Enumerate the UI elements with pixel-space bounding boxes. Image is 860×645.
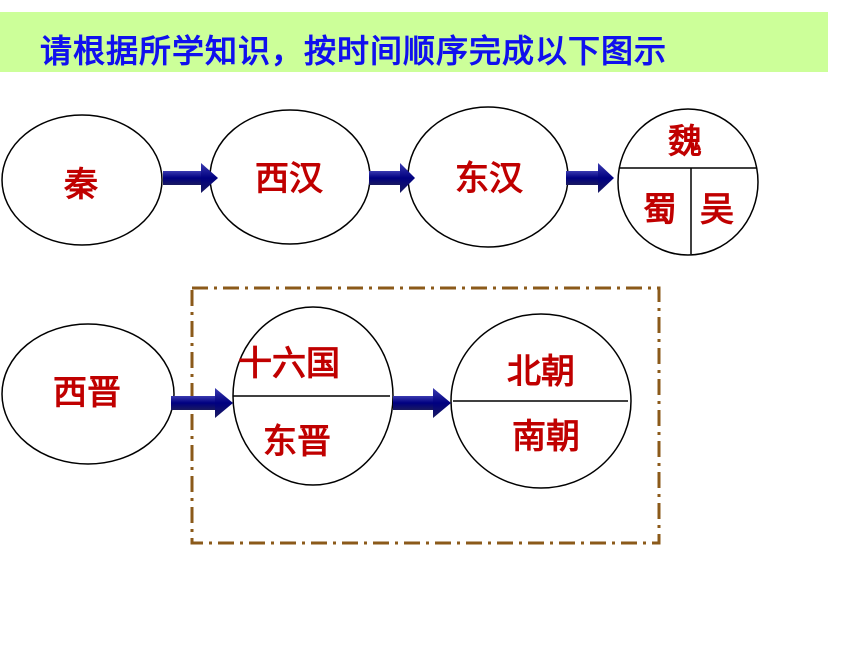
circle-three-kingdoms	[617, 108, 759, 256]
arrow-3	[566, 163, 614, 193]
label-wu: 吴	[700, 190, 734, 230]
label-eastern-han: 东汉	[455, 159, 523, 199]
label-western-jin: 西晋	[53, 373, 121, 413]
label-qin: 秦	[64, 165, 98, 205]
label-sixteen-kingdoms: 十六国	[238, 344, 340, 384]
title-banner: 请根据所学知识，按时间顺序完成以下图示	[0, 12, 828, 72]
label-shu: 蜀	[643, 190, 677, 230]
dashed-box	[190, 286, 661, 545]
label-southern-dynasties: 南朝	[512, 417, 580, 457]
label-northern-dynasties: 北朝	[507, 352, 575, 392]
label-wei: 魏	[668, 122, 702, 162]
arrow-5	[393, 388, 451, 418]
arrow-1	[163, 163, 218, 193]
circle-qin	[1, 114, 163, 246]
label-eastern-jin: 东晋	[263, 422, 331, 462]
page-title: 请根据所学知识，按时间顺序完成以下图示	[40, 32, 668, 70]
circle-western-jin	[1, 323, 175, 465]
label-western-han: 西汉	[255, 159, 323, 199]
arrow-2	[369, 163, 415, 193]
arrow-4	[171, 388, 233, 418]
